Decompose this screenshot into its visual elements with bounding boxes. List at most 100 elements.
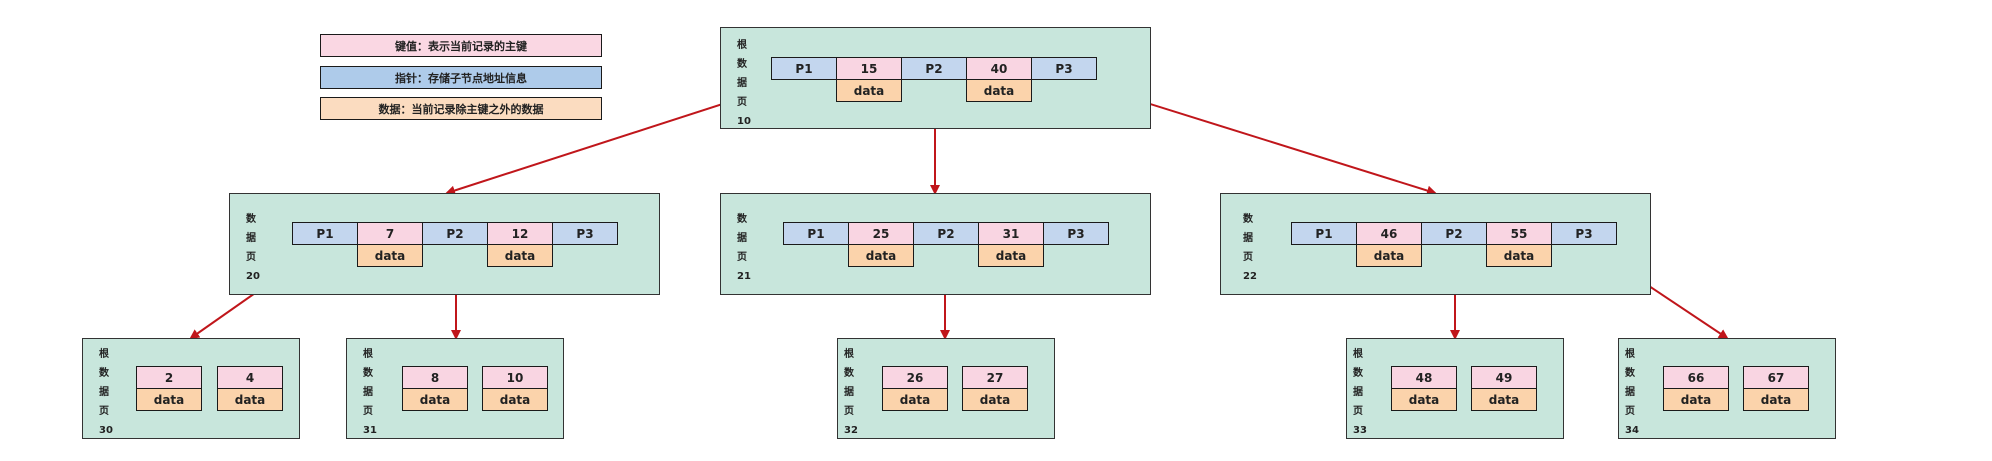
- pointer-cell: P2: [901, 57, 967, 80]
- label-char: 数: [737, 59, 747, 70]
- data-cell: data: [978, 244, 1044, 267]
- data-page-22: 数 据 页 22 P1 46 P2 55 P3 data data: [1220, 193, 1651, 295]
- label-char: 数: [363, 368, 373, 379]
- leaf-page-30: 根 数 据 页 30 2 4 data data: [82, 338, 300, 439]
- key-cell: 48: [1391, 366, 1457, 389]
- label-char: 页: [363, 406, 373, 417]
- key-cell: 40: [966, 57, 1032, 80]
- label-char: 页: [1243, 252, 1253, 263]
- page-number: 20: [246, 271, 260, 282]
- pointer-cell: P3: [1031, 57, 1097, 80]
- data-cell: data: [487, 244, 553, 267]
- pointer-cell: P1: [783, 222, 849, 245]
- label-char: 根: [737, 40, 747, 51]
- data-cell: data: [1663, 388, 1729, 411]
- legend-key: 键值：表示当前记录的主键: [320, 34, 602, 57]
- page-number: 10: [737, 116, 751, 127]
- label-char: 据: [1625, 387, 1635, 398]
- label-char: 据: [1243, 233, 1253, 244]
- page-label: 根 数 据 页 32: [844, 345, 868, 440]
- page-label: 根 数 据 页 10: [737, 36, 761, 131]
- label-char: 根: [1353, 349, 1363, 360]
- label-char: 根: [363, 349, 373, 360]
- page-number: 34: [1625, 425, 1639, 436]
- label-char: 页: [737, 252, 747, 263]
- label-char: 页: [246, 252, 256, 263]
- label-char: 根: [1625, 349, 1635, 360]
- data-cell: data: [1486, 244, 1552, 267]
- key-cell: 8: [402, 366, 468, 389]
- data-page-21: 数 据 页 21 P1 25 P2 31 P3 data data: [720, 193, 1151, 295]
- data-cell: data: [836, 79, 902, 102]
- data-cell: data: [966, 79, 1032, 102]
- label-char: 数: [99, 368, 109, 379]
- label-char: 数: [844, 368, 854, 379]
- page-label: 根 数 据 页 30: [99, 345, 123, 440]
- label-char: 据: [737, 233, 747, 244]
- pointer-cell: P2: [422, 222, 488, 245]
- label-char: 页: [1625, 406, 1635, 417]
- page-label: 根 数 据 页 34: [1625, 345, 1649, 440]
- key-cell: 15: [836, 57, 902, 80]
- label-char: 页: [1353, 406, 1363, 417]
- pointer-cell: P3: [552, 222, 618, 245]
- pointer-cell: P1: [292, 222, 358, 245]
- page-label: 根 数 据 页 33: [1353, 345, 1377, 440]
- data-cell: data: [482, 388, 548, 411]
- key-cell: 4: [217, 366, 283, 389]
- pointer-cell: P3: [1551, 222, 1617, 245]
- data-cell: data: [848, 244, 914, 267]
- pointer-cell: P1: [1291, 222, 1357, 245]
- label-char: 页: [99, 406, 109, 417]
- label-char: 据: [363, 387, 373, 398]
- key-cell: 49: [1471, 366, 1537, 389]
- key-cell: 26: [882, 366, 948, 389]
- label-char: 据: [737, 78, 747, 89]
- pointer-cell: P3: [1043, 222, 1109, 245]
- label-char: 根: [99, 349, 109, 360]
- label-char: 据: [1353, 387, 1363, 398]
- legend-data: 数据：当前记录除主键之外的数据: [320, 97, 602, 120]
- leaf-page-33: 根 数 据 页 33 48 49 data data: [1346, 338, 1564, 439]
- label-char: 数: [1625, 368, 1635, 379]
- label-char: 数: [1243, 214, 1253, 225]
- page-label: 根 数 据 页 31: [363, 345, 387, 440]
- label-char: 数: [246, 214, 256, 225]
- label-char: 数: [737, 214, 747, 225]
- pointer-cell: P2: [1421, 222, 1487, 245]
- label-char: 数: [1353, 368, 1363, 379]
- data-cell: data: [402, 388, 468, 411]
- label-char: 据: [99, 387, 109, 398]
- key-cell: 25: [848, 222, 914, 245]
- root-page: 根 数 据 页 10 P1 15 P2 40 P3 data data: [720, 27, 1151, 129]
- key-cell: 31: [978, 222, 1044, 245]
- label-char: 根: [844, 349, 854, 360]
- page-number: 30: [99, 425, 113, 436]
- data-cell: data: [1471, 388, 1537, 411]
- data-cell: data: [136, 388, 202, 411]
- key-cell: 46: [1356, 222, 1422, 245]
- pointer-cell: P1: [771, 57, 837, 80]
- page-number: 32: [844, 425, 858, 436]
- label-char: 据: [246, 233, 256, 244]
- key-cell: 2: [136, 366, 202, 389]
- data-cell: data: [217, 388, 283, 411]
- leaf-page-34: 根 数 据 页 34 66 67 data data: [1618, 338, 1836, 439]
- page-number: 31: [363, 425, 377, 436]
- leaf-page-31: 根 数 据 页 31 8 10 data data: [346, 338, 564, 439]
- data-cell: data: [882, 388, 948, 411]
- data-cell: data: [1391, 388, 1457, 411]
- data-cell: data: [1743, 388, 1809, 411]
- legend-pointer: 指针：存储子节点地址信息: [320, 66, 602, 89]
- key-cell: 67: [1743, 366, 1809, 389]
- data-cell: data: [357, 244, 423, 267]
- page-number: 22: [1243, 271, 1257, 282]
- page-label: 数 据 页 21: [737, 210, 761, 286]
- data-cell: data: [962, 388, 1028, 411]
- label-char: 页: [737, 97, 747, 108]
- label-char: 页: [844, 406, 854, 417]
- page-label: 数 据 页 20: [246, 210, 270, 286]
- label-char: 据: [844, 387, 854, 398]
- pointer-cell: P2: [913, 222, 979, 245]
- page-number: 21: [737, 271, 751, 282]
